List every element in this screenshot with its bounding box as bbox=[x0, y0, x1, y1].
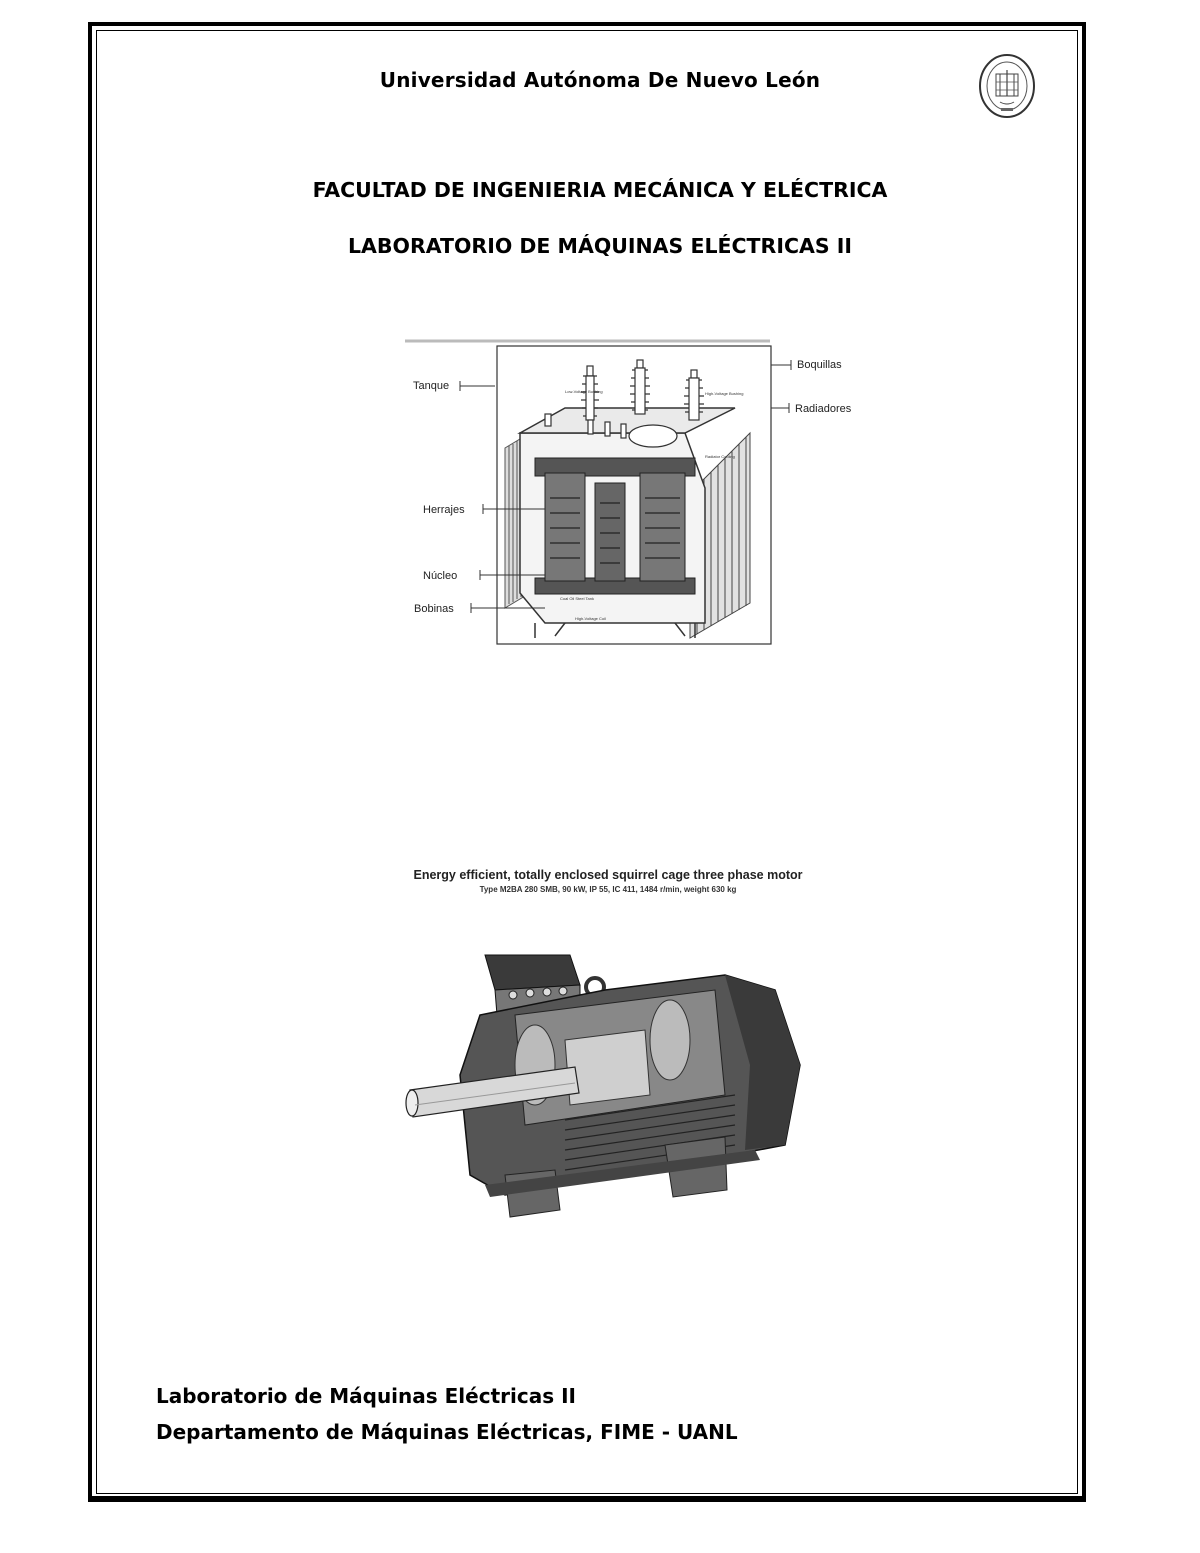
university-name: Universidad Autónoma De Nuevo León bbox=[379, 68, 821, 92]
laboratory-title: LABORATORIO DE MÁQUINAS ELÉCTRICAS II bbox=[347, 234, 853, 258]
motor-caption: Energy efficient, totally enclosed squir… bbox=[413, 868, 803, 882]
label-bobinas: Bobinas bbox=[414, 603, 454, 615]
transformer-core bbox=[534, 457, 696, 595]
transformer-coils bbox=[550, 497, 680, 564]
page-border-bottom-rule bbox=[88, 1496, 1086, 1498]
motor-specification: Type M2BA 280 SMB, 90 kW, IP 55, IC 411,… bbox=[479, 885, 737, 894]
transformer-illustration: Low-Voltage Bushing High-Voltage Bushing… bbox=[405, 339, 852, 645]
label-nucleo: Núcleo bbox=[423, 570, 457, 582]
svg-text:Coal Oil Steel Tank: Coal Oil Steel Tank bbox=[560, 596, 594, 601]
bushings bbox=[544, 359, 704, 439]
university-seal-logo bbox=[979, 54, 1035, 118]
faculty-title: FACULTAD DE INGENIERIA MECÁNICA Y ELÉCTR… bbox=[312, 178, 888, 202]
page-border-inner bbox=[96, 30, 1078, 1494]
svg-text:Radiator Cooling: Radiator Cooling bbox=[705, 454, 735, 459]
svg-text:Low-Voltage Bushing: Low-Voltage Bushing bbox=[565, 389, 603, 394]
footer-department: Departamento de Máquinas Eléctricas, FIM… bbox=[156, 1420, 738, 1444]
svg-text:High-Voltage Bushing: High-Voltage Bushing bbox=[705, 391, 743, 396]
footer-laboratory: Laboratorio de Máquinas Eléctricas II bbox=[156, 1384, 576, 1408]
page-border-outer bbox=[88, 22, 1086, 1502]
motor-shaft bbox=[405, 1066, 580, 1118]
label-herrajes: Herrajes bbox=[423, 504, 465, 516]
label-boquillas: Boquillas bbox=[797, 359, 842, 371]
svg-text:High-Voltage Coil: High-Voltage Coil bbox=[575, 616, 606, 621]
electric-motor-illustration bbox=[405, 954, 801, 1218]
label-radiadores: Radiadores bbox=[795, 403, 852, 415]
label-tanque: Tanque bbox=[413, 380, 449, 392]
